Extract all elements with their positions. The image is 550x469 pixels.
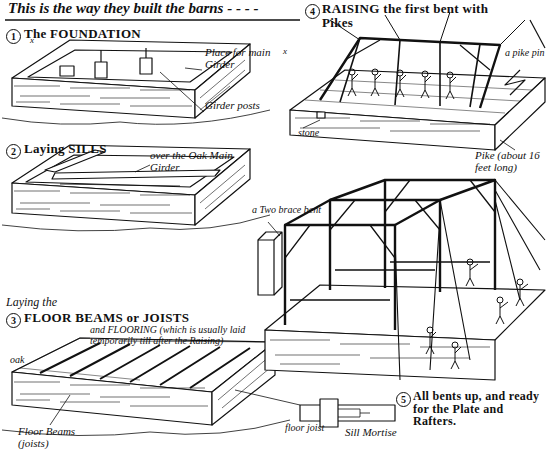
step-heading: All bents up, and ready for the Plate an…: [413, 390, 548, 428]
part-label: Girder posts: [205, 100, 260, 112]
part-label: Sill Mortise: [345, 427, 425, 439]
callout-number: 2: [6, 144, 21, 159]
title: This is the way they built the barns - -…: [8, 1, 308, 17]
callout-number: 5: [396, 392, 411, 407]
part-label: floor joist: [285, 423, 325, 434]
part-label: over the Oak Main Girder: [150, 150, 250, 173]
part-label: Laying the: [6, 296, 96, 309]
callout-number: 4: [305, 4, 320, 19]
part-label: a Two brace bent: [252, 205, 327, 216]
part-label: oak: [10, 355, 40, 366]
part-label: a pike pin: [505, 48, 547, 59]
part-label: x: [30, 36, 40, 45]
raising-drawing: [290, 12, 545, 150]
step-heading: The FOUNDATION: [24, 27, 174, 41]
step-heading: Laying SILLS: [24, 142, 154, 156]
part-label: x: [283, 47, 293, 56]
part-label: Place for main Girder: [205, 47, 283, 70]
step-heading: FLOOR BEAMS or JOISTS: [24, 311, 264, 325]
step-heading: RAISING the first bent with Pikes: [322, 2, 492, 29]
callout-number: 3: [6, 313, 21, 328]
part-label: Floor Beams (joists): [18, 426, 98, 449]
part-label: Pike (about 16 feet long): [475, 150, 547, 173]
part-label: and FLOORING (which is usually laid temp…: [90, 325, 255, 346]
sills-drawing: [2, 145, 270, 231]
title-rule: [5, 19, 300, 21]
callout-number: 1: [6, 29, 21, 44]
part-label: stone: [298, 128, 338, 139]
